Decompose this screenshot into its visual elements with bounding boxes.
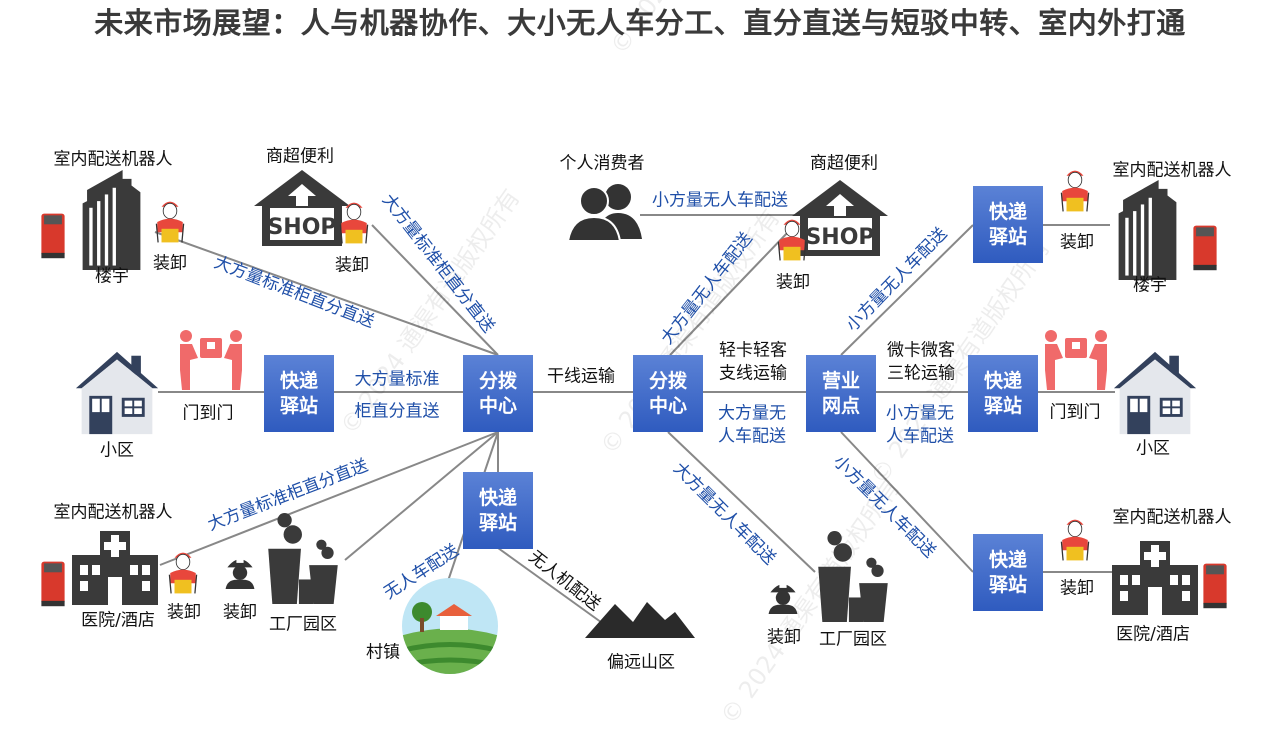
mountain-icon — [585, 598, 695, 638]
courier-icon — [337, 198, 371, 248]
box-label: 快递驿站 — [983, 369, 1022, 417]
handover-icon — [1040, 330, 1112, 390]
box-label: 快递驿站 — [988, 548, 1027, 596]
route-label: 大方量无 — [718, 403, 786, 424]
hub-left-box: 分拨中心 — [463, 355, 533, 432]
box-label: 营业网点 — [821, 369, 860, 417]
label-branch-vehicle: 轻卡轻客 — [719, 340, 787, 361]
label-village: 村镇 — [366, 642, 400, 663]
courier-icon — [1058, 515, 1092, 565]
station-left-box: 快递驿站 — [264, 355, 334, 432]
station-right-mid-box: 快递驿站 — [968, 355, 1038, 432]
route-label: 小方量无 — [886, 403, 954, 424]
consumers-icon — [566, 176, 646, 246]
label-unload: 装卸 — [1060, 232, 1094, 253]
label-shop: 商超便利 — [810, 153, 878, 174]
label-factory: 工厂园区 — [269, 614, 337, 635]
line-hub-to-shop-tl — [371, 224, 499, 356]
label-micro-vehicle: 微卡微客 — [887, 340, 955, 361]
hospital-icon — [1110, 535, 1200, 615]
route-label: 人车配送 — [718, 426, 786, 447]
route-label: 人车配送 — [886, 426, 954, 447]
route-label: 柜直分直送 — [354, 401, 440, 422]
handover-icon — [175, 330, 247, 390]
station-right-top-box: 快递驿站 — [973, 186, 1043, 263]
label-consumer: 个人消费者 — [559, 153, 645, 174]
box-label: 分拨中心 — [478, 369, 517, 417]
factory-icon — [262, 512, 344, 604]
label-building: 楼宇 — [95, 266, 129, 287]
label-hospital: 医院/酒店 — [81, 610, 155, 631]
house-icon — [1112, 350, 1198, 436]
label-community: 小区 — [100, 440, 134, 461]
building-icon — [74, 170, 149, 270]
label-branch-transport: 支线运输 — [719, 363, 787, 384]
label-building: 楼宇 — [1133, 275, 1167, 296]
line-hub-to-factory-br — [667, 431, 816, 573]
line-hub-to-building-tl — [154, 231, 499, 356]
label-unload: 装卸 — [223, 602, 257, 623]
label-unload: 装卸 — [767, 627, 801, 648]
label-unload: 装卸 — [1060, 578, 1094, 599]
factory-icon — [812, 530, 894, 622]
label-mountain: 偏远山区 — [607, 652, 675, 673]
label-community: 小区 — [1136, 438, 1170, 459]
route-label: 大方量标准 — [354, 369, 440, 390]
courier-icon — [775, 215, 809, 265]
line-hub-to-shop-tr — [669, 229, 791, 356]
building-icon — [1110, 180, 1185, 280]
miner-worker-icon — [765, 578, 801, 614]
box-label: 快递驿站 — [478, 486, 517, 534]
delivery-robot-icon — [38, 210, 68, 260]
label-shop: 商超便利 — [266, 146, 334, 167]
box-label: 快递驿站 — [279, 369, 318, 417]
delivery-robot-icon — [1200, 560, 1230, 610]
house-icon — [74, 350, 160, 436]
village-icon — [400, 576, 500, 676]
courier-icon — [153, 197, 187, 247]
hub-right-box: 分拨中心 — [633, 355, 703, 432]
courier-icon — [166, 548, 200, 598]
label-robot: 室内配送机器人 — [1112, 507, 1232, 528]
line-outlet-to-station-top — [840, 224, 974, 356]
box-label: 快递驿站 — [988, 200, 1027, 248]
line-station-to-mountain — [497, 547, 606, 626]
label-door-to-door: 门到门 — [182, 403, 234, 424]
label-robot: 室内配送机器人 — [1112, 160, 1232, 181]
page-title: 未来市场展望：人与机器协作、大小无人车分工、直分直送与短驳中转、室内外打通 — [94, 6, 1186, 40]
label-factory: 工厂园区 — [819, 629, 887, 650]
label-trunk-transport: 干线运输 — [547, 366, 615, 387]
label-door-to-door: 门到门 — [1049, 402, 1101, 423]
line-outlet-to-station-bottom — [840, 431, 974, 573]
station-bottom-center-box: 快递驿站 — [463, 472, 533, 549]
box-label: 分拨中心 — [648, 369, 687, 417]
label-unload: 装卸 — [167, 602, 201, 623]
label-unload: 装卸 — [335, 255, 369, 276]
label-unload: 装卸 — [153, 253, 187, 274]
route-label: 小方量无人车配送 — [652, 190, 788, 211]
label-robot: 室内配送机器人 — [53, 502, 173, 523]
delivery-robot-icon — [38, 558, 68, 608]
line-hub-to-hospital-bl — [159, 431, 499, 566]
label-tricycle-transport: 三轮运输 — [887, 363, 955, 384]
miner-worker-icon — [222, 553, 258, 589]
label-robot: 室内配送机器人 — [53, 149, 173, 170]
line-hub-to-factory-bl — [344, 431, 499, 561]
station-right-bottom-box: 快递驿站 — [973, 534, 1043, 611]
outlet-box: 营业网点 — [806, 355, 876, 432]
courier-icon — [1058, 166, 1092, 216]
label-unload: 装卸 — [776, 272, 810, 293]
hospital-icon — [70, 525, 160, 605]
label-hospital: 医院/酒店 — [1116, 624, 1190, 645]
delivery-robot-icon — [1190, 222, 1220, 272]
